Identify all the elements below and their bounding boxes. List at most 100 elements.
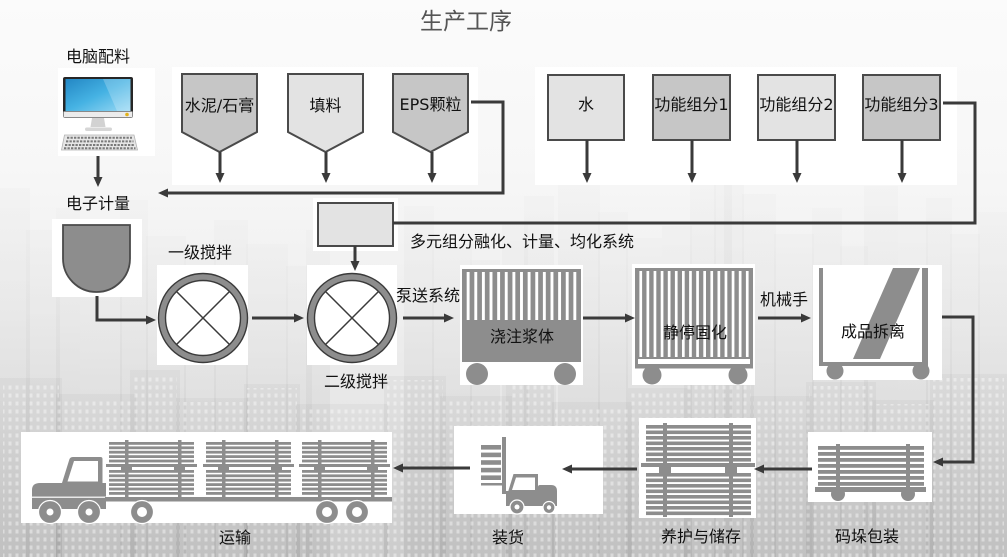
stack-divider [106, 464, 197, 467]
static-curing-cart-icon [635, 268, 753, 385]
slat-gap [535, 272, 539, 320]
cart-wheel [466, 363, 488, 385]
forklift-icon [481, 437, 557, 515]
board [109, 455, 194, 458]
mold-slat-gaps [639, 271, 749, 357]
label-multi-component-system: 多元组分融化、计量、均化系统 [410, 232, 635, 251]
board [646, 458, 751, 462]
slat-gap [724, 271, 728, 357]
stack-post [318, 440, 322, 497]
board [646, 425, 751, 429]
board [109, 459, 194, 463]
board [818, 452, 924, 456]
wheel-hub [85, 508, 93, 516]
building-windows [933, 378, 1004, 557]
slat-gap [696, 271, 699, 357]
board [302, 442, 387, 445]
raw-material-hoppers [181, 73, 469, 154]
board [818, 464, 924, 468]
frame-post [819, 268, 823, 364]
board [109, 483, 194, 486]
label-tank-functional-3: 功能组分3 [864, 95, 939, 114]
cart-base [635, 364, 753, 369]
slat-gap [653, 271, 657, 357]
label-static-curing: 静停固化 [662, 323, 727, 342]
arrow-raw-materials-to-metering [158, 100, 505, 198]
cargo-stack [299, 440, 390, 497]
mixer-ring [158, 273, 248, 363]
board [206, 483, 291, 486]
label-loading: 装货 [491, 528, 524, 547]
board [481, 452, 501, 458]
truck-body-trim [32, 496, 106, 498]
wheel-hub [137, 507, 147, 517]
lower-board-stack [646, 473, 751, 516]
mold-frame [635, 268, 753, 359]
frame-leg [635, 359, 638, 365]
additive-tanks [547, 74, 941, 141]
board [109, 470, 194, 473]
board [302, 455, 387, 458]
board [109, 478, 194, 482]
trailer-cargo [106, 440, 390, 497]
board [206, 459, 291, 463]
board [646, 500, 751, 505]
flow-arrows [93, 100, 977, 474]
cargo-stack [203, 440, 294, 497]
board [206, 446, 291, 450]
tank-icon-water [547, 74, 625, 141]
primary-mixer-icon [157, 272, 249, 364]
frame-leg [750, 359, 753, 365]
stack-divider [641, 463, 755, 467]
wheel-hub [352, 507, 362, 517]
slat-gap [527, 272, 531, 320]
slat-gap [512, 272, 516, 320]
label-hopper-cement-gypsum: 水泥/石膏 [184, 96, 255, 115]
separated-panel [853, 268, 920, 359]
label-stacking-packaging: 码垛包装 [834, 527, 899, 546]
slat-gap [520, 272, 523, 320]
board [818, 476, 924, 480]
hopper-icon-eps [392, 73, 469, 154]
cart-base [819, 362, 928, 366]
mixer-ring-outer-edge [306, 272, 398, 364]
board [206, 492, 291, 495]
label-electronic-metering: 电子计量 [65, 194, 130, 213]
monitor-stand [90, 118, 106, 127]
board [646, 506, 751, 510]
stack-post [836, 444, 840, 490]
board [646, 484, 751, 488]
label-tank-functional-2: 功能组分2 [759, 95, 834, 114]
stack-post [663, 423, 667, 517]
mixer-ring-inner-edge [164, 279, 242, 357]
label-hopper-eps: EPS颗粒 [399, 95, 462, 114]
monitor-screen [65, 79, 131, 111]
board [646, 473, 751, 477]
label-tank-water: 水 [577, 95, 594, 114]
label-demolding: 成品拆离 [840, 322, 905, 341]
cart-wheel [642, 365, 662, 385]
label-tank-functional-1: 功能组分1 [654, 95, 729, 114]
frame-post [922, 268, 928, 364]
board [302, 474, 387, 478]
slat-gap [745, 271, 749, 357]
board [646, 452, 751, 457]
slat-gap [682, 271, 685, 357]
slat-gap [674, 271, 678, 357]
board [481, 460, 501, 465]
slat-gap [504, 272, 508, 320]
board [206, 455, 291, 458]
mold-slat-gaps [466, 272, 577, 320]
stack-post [275, 440, 279, 497]
label-transport: 运输 [218, 528, 251, 547]
label-primary-mixing: 一级搅拌 [167, 243, 232, 262]
board [109, 446, 194, 450]
slat-gap [466, 272, 470, 320]
cart-wheel [912, 362, 930, 380]
mixer-ring [307, 273, 397, 363]
board [109, 487, 194, 491]
board [646, 495, 751, 499]
board [302, 470, 387, 473]
